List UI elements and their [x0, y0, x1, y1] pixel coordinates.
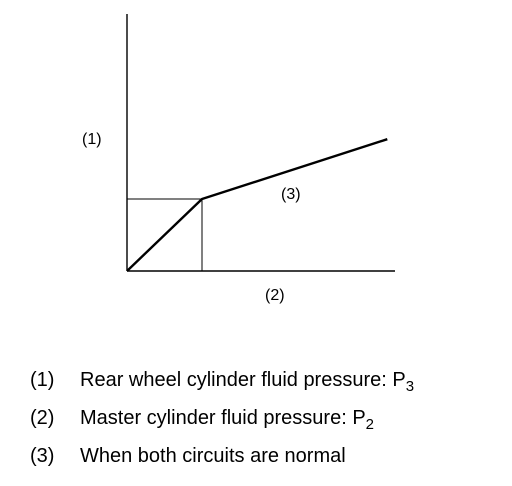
legend-item: (2) Master cylinder fluid pressure: P2 [30, 408, 508, 446]
legend-subscript: 3 [405, 378, 415, 395]
legend-text: Rear wheel cylinder fluid pressure: P3 [80, 369, 415, 395]
legend-number: (2) [30, 407, 55, 429]
series-label: (3) [281, 186, 301, 203]
legend-text: Master cylinder fluid pressure: P2 [80, 407, 375, 433]
x-axis-label: (2) [265, 287, 285, 304]
series-line-both-circuits-normal [126, 138, 388, 272]
legend-subscript: 2 [365, 416, 375, 433]
pressure-chart: (1) (2) (3) [82, 14, 395, 304]
legend: (1) Rear wheel cylinder fluid pressure: … [30, 370, 508, 484]
legend-number: (1) [30, 369, 55, 391]
legend-item: (1) Rear wheel cylinder fluid pressure: … [30, 370, 508, 408]
legend-number: (3) [30, 445, 55, 467]
legend-item: (3) When both circuits are normal [30, 446, 508, 484]
legend-text: When both circuits are normal [80, 445, 346, 467]
y-axis-label: (1) [82, 131, 102, 148]
